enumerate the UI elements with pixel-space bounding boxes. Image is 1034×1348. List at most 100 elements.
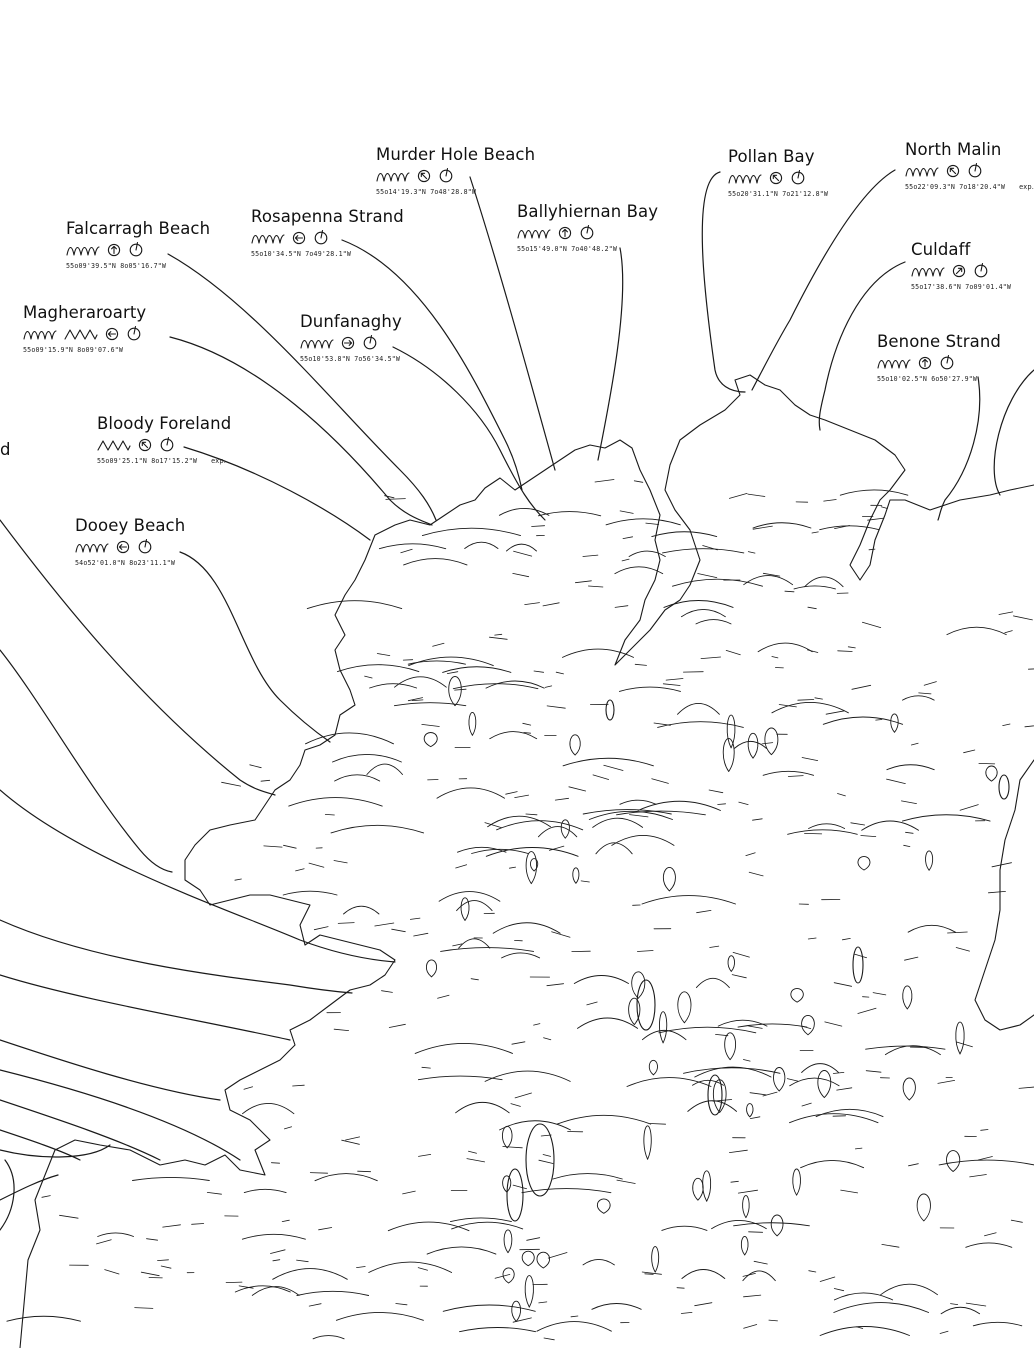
hill-ridge <box>487 815 551 828</box>
spot-condition-icons <box>905 162 1034 181</box>
hill-ridge <box>687 1100 737 1112</box>
tree-icon <box>628 997 641 1026</box>
coordinates-text: 55o09'39.5"N 8o05'16.7"W <box>66 262 167 270</box>
spot-name: Dooey Beach <box>75 516 186 535</box>
field-hatch <box>505 791 518 795</box>
leader-line <box>0 519 276 796</box>
hill-ridge <box>403 558 468 566</box>
leader-line <box>0 1099 161 1161</box>
leader-line <box>0 1039 221 1101</box>
field-hatch <box>533 670 544 673</box>
tree-icon <box>726 714 736 749</box>
lake <box>707 1074 723 1116</box>
field-hatch <box>778 704 797 708</box>
hill-ridge <box>938 1159 1034 1166</box>
field-hatch <box>923 681 937 686</box>
hill-ridge <box>907 924 956 933</box>
chop-wave-icon <box>97 437 131 456</box>
field-hatch <box>836 1087 853 1091</box>
field-hatch <box>446 671 459 674</box>
hill-ridge <box>489 731 538 740</box>
field-hatch <box>904 956 919 961</box>
spot-condition-icons <box>97 436 231 456</box>
field-hatch <box>856 1326 864 1329</box>
field-hatch <box>950 1303 959 1305</box>
field-hatch <box>452 943 463 947</box>
hill-ridge <box>438 891 501 902</box>
field-hatch <box>384 495 395 499</box>
tree-icon <box>890 713 899 733</box>
wave-icon <box>251 230 285 249</box>
tree-icon <box>985 765 998 782</box>
field-hatch <box>41 1195 51 1198</box>
hill-ridge <box>637 800 721 811</box>
hill-ridge <box>337 664 420 673</box>
field-hatch <box>697 573 718 578</box>
hill-ridge <box>335 1311 424 1321</box>
field-hatch <box>337 922 355 924</box>
arrow-upleft-icon <box>138 437 152 456</box>
field-hatch <box>712 1099 733 1102</box>
field-hatch <box>633 480 644 483</box>
field-hatch <box>345 1136 361 1141</box>
field-hatch <box>570 1315 579 1318</box>
hill-ridge <box>672 578 763 587</box>
field-hatch <box>908 1163 919 1167</box>
tree-icon <box>677 991 692 1024</box>
hill-ridge <box>651 531 718 538</box>
arrow-left-icon <box>116 539 130 558</box>
hill-ridge <box>717 1019 768 1027</box>
spot-coordinates: 54o52'01.0"N 8o23'11.1"W <box>75 559 185 567</box>
field-hatch <box>468 1150 477 1154</box>
field-hatch <box>905 831 914 834</box>
field-hatch <box>407 697 424 702</box>
field-hatch <box>295 868 305 872</box>
field-hatch <box>745 852 756 856</box>
field-hatch <box>488 636 508 640</box>
field-hatch <box>634 663 647 666</box>
tree-icon <box>502 1175 512 1193</box>
wave-icon <box>300 335 334 354</box>
arrow-up-icon <box>558 225 572 244</box>
field-hatch <box>743 1059 751 1062</box>
field-hatch <box>364 675 373 679</box>
field-hatch <box>696 910 712 914</box>
leader-line <box>469 176 556 471</box>
field-hatch <box>455 864 468 869</box>
field-hatch <box>662 683 681 686</box>
coordinates-text: 55o17'38.6"N 7o09'01.4"W <box>911 283 1012 291</box>
field-hatch <box>730 1180 739 1183</box>
hill-ridge <box>455 1101 510 1114</box>
spot-name: Falcarragh Beach <box>66 219 211 238</box>
field-hatch <box>725 650 741 656</box>
field-hatch <box>804 833 823 835</box>
hill-ridge <box>605 518 681 526</box>
hill-ridge <box>407 660 466 665</box>
field-hatch <box>842 938 851 941</box>
field-hatch <box>540 1134 552 1137</box>
wind-icon <box>313 229 329 249</box>
hill-ridge <box>677 702 720 715</box>
field-hatch <box>819 1276 836 1282</box>
field-hatch <box>549 845 565 851</box>
hill-ridge <box>536 1321 612 1332</box>
field-hatch <box>418 1154 432 1157</box>
field-hatch <box>834 525 850 529</box>
hill-ridge <box>695 977 730 989</box>
field-hatch <box>309 1172 329 1174</box>
field-hatch <box>802 1025 812 1029</box>
leader-line <box>0 1069 241 1161</box>
field-hatch <box>665 678 684 681</box>
field-hatch <box>786 1078 799 1082</box>
field-hatch <box>901 800 917 804</box>
hill-ridge <box>626 1077 712 1087</box>
hill-ridge <box>680 609 726 618</box>
field-hatch <box>324 814 335 816</box>
tree-icon <box>569 734 581 756</box>
field-hatch <box>694 1302 713 1307</box>
field-hatch <box>1018 1086 1034 1089</box>
field-hatch <box>761 742 774 745</box>
